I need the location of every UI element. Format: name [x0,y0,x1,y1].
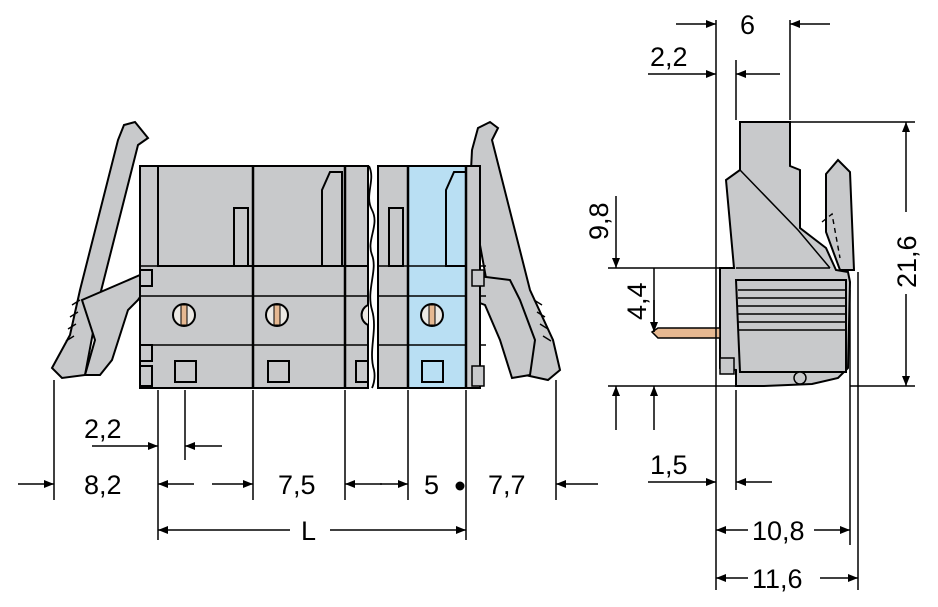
side-grip-ribs [734,279,847,373]
dim-label-6: 6 [740,10,755,40]
dim-label-10-8: 10,8 [752,516,805,546]
front-view: 2,2 8,2 7,5 5 7,7 L [18,120,598,546]
dim-front-row: 8,2 7,5 5 7,7 [18,470,598,500]
dim-side-11-6: 11,6 [716,564,858,594]
dim-label-21-6: 21,6 [892,235,922,288]
left-latch-teeth [65,299,81,342]
dim-label-7-7: 7,7 [488,470,526,500]
right-latch-teeth [533,299,552,342]
right-latch [468,120,562,382]
side-extension-lines [608,20,915,590]
dim-side-10-8: 10,8 [716,516,850,546]
left-latch [50,120,150,380]
break-line [368,165,376,389]
dim-label-4-4: 4,4 [622,282,652,320]
dim-side-2-2: 2,2 [648,42,780,78]
housing-left-block [139,165,369,389]
dim-label-11-6: 11,6 [752,564,803,594]
dim-label-5: 5 [424,470,439,500]
dim-label-2-2-side: 2,2 [650,42,688,72]
dim-dot [455,481,465,491]
side-release-tab [825,158,856,271]
dim-side-4-4: 4,4 [622,268,658,430]
dim-front-2-2: 2,2 [84,414,222,450]
dim-label-1-5: 1,5 [650,450,688,480]
housing-right-block [377,165,486,389]
dim-label-7-5: 7,5 [278,470,316,500]
dim-label-2-2-front: 2,2 [84,414,122,444]
dim-side-21-6: 21,6 [892,122,922,386]
dim-front-L: L [158,516,466,546]
side-pin [650,327,721,339]
dim-label-8-2: 8,2 [84,470,122,500]
dim-side-6: 6 [676,10,830,40]
dim-side-9-8: 9,8 [584,196,620,430]
dim-label-L: L [301,516,316,546]
dim-label-9-8: 9,8 [584,202,614,240]
dim-side-1-5: 1,5 [648,450,772,486]
side-view: 6 2,2 9,8 4,4 21,6 [584,10,922,594]
